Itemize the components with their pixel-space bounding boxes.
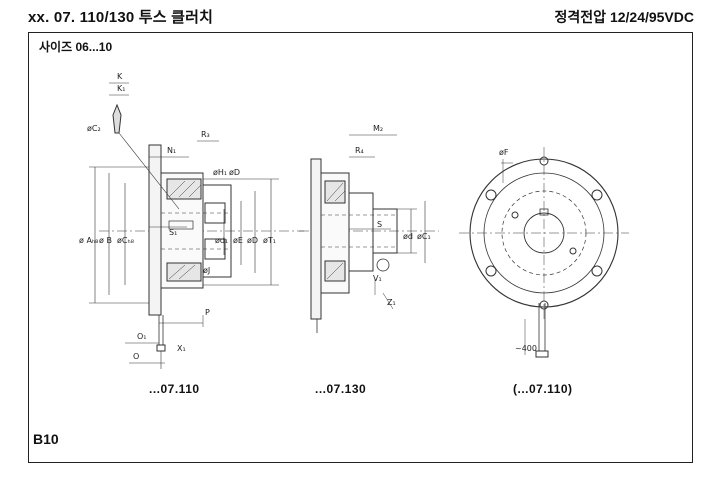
dim-d: øD xyxy=(229,168,240,177)
dim-d2: øD xyxy=(247,236,258,245)
dim-s: S xyxy=(377,220,382,229)
page-code: B10 xyxy=(33,431,59,447)
clutch-end-view xyxy=(459,147,629,358)
caption-07-130: ...07.130 xyxy=(315,382,367,396)
caption-07-110-end: (...07.110) xyxy=(513,382,573,396)
dim-h1: øH₁ xyxy=(213,168,227,177)
dim-d-small: ød xyxy=(403,232,413,241)
dim-r4: R₄ xyxy=(355,146,364,155)
dim-o1: O₁ xyxy=(137,332,147,341)
dim-d1: ød₁ xyxy=(215,236,228,245)
rated-voltage: 정격전압 12/24/95VDC xyxy=(554,9,694,25)
technical-drawing: K K₁ øC₂ R₃ N₁ øH₁ øD ø Aₕ₈ ø B øCₕ₈ S₁ … xyxy=(79,72,629,369)
dim-b: ø B xyxy=(99,236,112,245)
dim-k: K xyxy=(117,72,123,81)
size-label: 사이즈 06...10 xyxy=(39,40,113,54)
clutch-130-section xyxy=(299,134,439,333)
dim-f: øF xyxy=(499,148,509,157)
dim-r3: R₃ xyxy=(201,130,210,139)
dim-s1: S₁ xyxy=(169,228,177,237)
dim-o: O xyxy=(133,352,139,361)
dim-e: øE xyxy=(233,236,243,245)
caption-07-110: ...07.110 xyxy=(149,382,200,396)
dim-x1: X₁ xyxy=(177,344,186,353)
dim-m2: M₂ xyxy=(373,124,383,133)
dim-ch8: øCₕ₈ xyxy=(117,236,134,245)
dim-t1: øT₁ xyxy=(263,236,276,245)
drawing-frame: 사이즈 06...10 xyxy=(28,32,693,463)
dim-lead-length: ~400 xyxy=(515,344,537,353)
dim-z1: Z₁ xyxy=(387,298,396,307)
dim-ah8: ø Aₕ₈ xyxy=(79,236,98,245)
dim-c2: øC₂ xyxy=(87,124,101,133)
dim-k1: K₁ xyxy=(117,84,125,93)
page-title: xx. 07. 110/130 투스 클러치 xyxy=(28,9,214,26)
dim-p: P xyxy=(205,308,210,317)
dim-c1: øC₁ xyxy=(417,232,431,241)
dim-v1: V₁ xyxy=(373,274,382,283)
clutch-110-section xyxy=(89,82,304,369)
dim-n1: N₁ xyxy=(167,146,176,155)
dim-j: øJ xyxy=(203,266,210,275)
